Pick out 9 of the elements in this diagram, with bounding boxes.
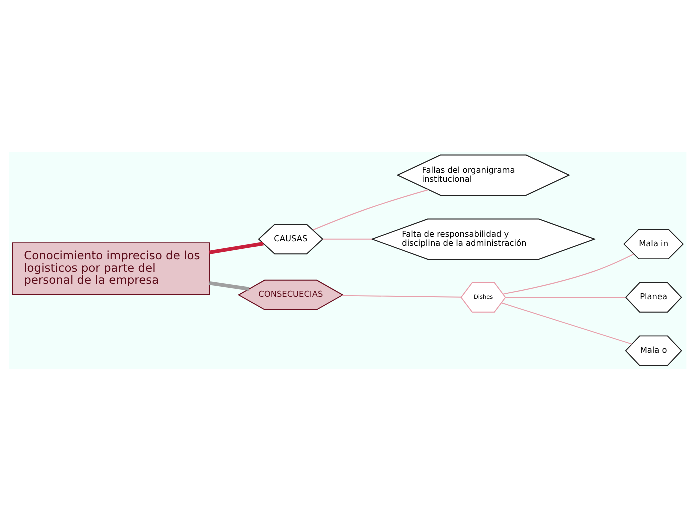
connector [501, 302, 632, 344]
connector [341, 294, 462, 298]
connector [505, 296, 626, 298]
connector [312, 188, 429, 230]
connector [502, 253, 634, 294]
connector [209, 280, 250, 290]
connector [209, 241, 264, 254]
connector [322, 238, 373, 240]
node-box: Conocimiento impreciso de los logisticos por parte del personal de la empresa [12, 242, 210, 295]
